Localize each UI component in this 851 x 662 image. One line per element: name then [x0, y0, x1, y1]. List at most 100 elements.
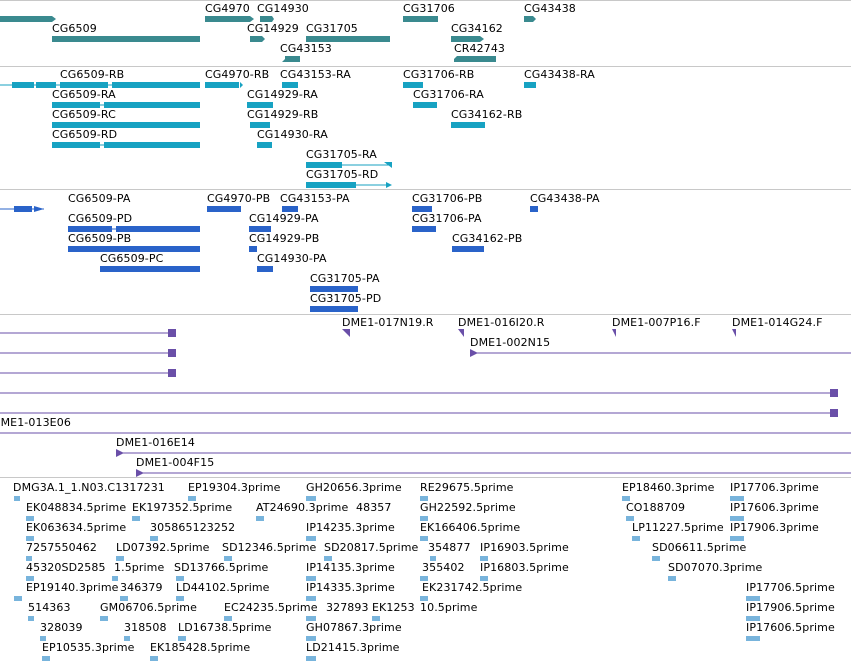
clone-label[interactable]: DME1-016E14 — [116, 436, 195, 449]
transcript-label[interactable]: CG31706-RB — [403, 68, 475, 81]
est-label[interactable]: 354877 — [428, 541, 471, 554]
transcript-exon[interactable] — [104, 142, 200, 148]
protein-label[interactable]: CG14929-PB — [249, 232, 320, 245]
est-label[interactable]: EK063634.5prime — [26, 521, 127, 534]
est-label[interactable]: 305865123252 — [150, 521, 236, 534]
gene-feature[interactable] — [205, 16, 254, 22]
gene-feature[interactable] — [454, 56, 496, 62]
est-feature[interactable] — [632, 536, 640, 541]
clone-label[interactable]: DME1-014G24.F — [732, 316, 823, 329]
gene-label[interactable]: CG14930 — [257, 2, 309, 15]
est-feature[interactable] — [372, 616, 380, 621]
protein-exon[interactable] — [412, 226, 436, 232]
clone-end[interactable] — [458, 329, 464, 337]
gene-label[interactable]: CG31706 — [403, 2, 455, 15]
protein-label[interactable]: CG14929-PA — [249, 212, 319, 225]
gene-label[interactable]: CG43153 — [280, 42, 332, 55]
transcript-exon[interactable] — [60, 82, 108, 88]
protein-label[interactable]: CG4970-PB — [207, 192, 271, 205]
est-label[interactable]: AT24690.3prime — [256, 501, 349, 514]
clone-end[interactable] — [470, 349, 478, 357]
transcript-label[interactable]: CG6509-RC — [52, 108, 116, 121]
est-feature[interactable] — [112, 576, 118, 581]
est-feature[interactable] — [26, 556, 32, 561]
est-label[interactable]: 10.5prime — [420, 601, 478, 614]
est-label[interactable]: IP17706.5prime — [746, 581, 835, 594]
est-feature[interactable] — [730, 516, 744, 521]
est-label[interactable]: LP11227.5prime — [632, 521, 724, 534]
est-label[interactable]: EK185428.5prime — [150, 641, 251, 654]
protein-exon[interactable] — [249, 246, 257, 252]
est-label[interactable]: IP17606.5prime — [746, 621, 835, 634]
est-label[interactable]: 355402 — [422, 561, 465, 574]
protein-exon[interactable] — [530, 206, 538, 212]
transcript-label[interactable]: CG14929-RA — [247, 88, 318, 101]
est-feature[interactable] — [132, 516, 140, 521]
est-feature[interactable] — [480, 556, 488, 561]
est-feature[interactable] — [306, 496, 316, 501]
est-label[interactable]: IP17706.3prime — [730, 481, 819, 494]
transcript-exon[interactable] — [52, 102, 100, 108]
est-label[interactable]: IP16903.5prime — [480, 541, 569, 554]
est-feature[interactable] — [188, 496, 196, 501]
transcript-exon[interactable] — [12, 82, 34, 88]
est-label[interactable]: EP19140.3prime — [26, 581, 119, 594]
protein-label[interactable]: CG6509-PD — [68, 212, 133, 225]
est-feature[interactable] — [224, 616, 232, 621]
protein-exon[interactable] — [116, 226, 200, 232]
protein-label[interactable]: CG43438-PA — [530, 192, 600, 205]
est-label[interactable]: SD06611.5prime — [652, 541, 747, 554]
est-label[interactable]: EP18460.3prime — [622, 481, 715, 494]
protein-label[interactable]: CG14930-PA — [257, 252, 327, 265]
est-feature[interactable] — [306, 616, 316, 621]
protein-label[interactable]: CG43153-PA — [280, 192, 350, 205]
est-feature[interactable] — [420, 496, 428, 501]
est-feature[interactable] — [150, 656, 158, 661]
protein-exon[interactable] — [14, 206, 32, 212]
protein-label[interactable]: CG6509-PC — [100, 252, 164, 265]
gene-label[interactable]: CG14929 — [247, 22, 299, 35]
est-feature[interactable] — [42, 656, 50, 661]
transcript-exon[interactable] — [413, 102, 437, 108]
protein-label[interactable]: CG31705-PA — [310, 272, 380, 285]
transcript-exon[interactable] — [384, 162, 392, 168]
est-feature[interactable] — [324, 556, 332, 561]
est-label[interactable]: IP16803.5prime — [480, 561, 569, 574]
est-label[interactable]: 318508 — [124, 621, 167, 634]
est-label[interactable]: IP14335.3prime — [306, 581, 395, 594]
transcript-exon[interactable] — [104, 102, 200, 108]
est-feature[interactable] — [480, 576, 488, 581]
est-feature[interactable] — [746, 636, 760, 641]
est-feature[interactable] — [430, 556, 436, 561]
transcript-exon[interactable] — [250, 122, 270, 128]
est-label[interactable]: 45320SD2585 — [26, 561, 106, 574]
transcript-exon[interactable] — [52, 122, 200, 128]
est-feature[interactable] — [306, 576, 316, 581]
gene-feature[interactable] — [403, 16, 438, 22]
est-feature[interactable] — [256, 516, 264, 521]
est-feature[interactable] — [26, 576, 34, 581]
clone-label[interactable]: DME1-002N15 — [470, 336, 551, 349]
est-label[interactable]: 328039 — [40, 621, 83, 634]
est-feature[interactable] — [224, 556, 232, 561]
gene-feature[interactable] — [0, 16, 56, 22]
est-label[interactable]: EK197352.5prime — [132, 501, 233, 514]
protein-exon[interactable] — [257, 266, 273, 272]
est-feature[interactable] — [178, 636, 186, 641]
gene-feature[interactable] — [524, 16, 536, 22]
est-label[interactable]: GM06706.5prime — [100, 601, 197, 614]
transcript-exon[interactable] — [282, 82, 298, 88]
transcript-exon[interactable] — [524, 82, 536, 88]
est-feature[interactable] — [746, 596, 760, 601]
est-feature[interactable] — [652, 556, 660, 561]
protein-exon[interactable] — [310, 306, 358, 312]
transcript-label[interactable]: CG34162-RB — [451, 108, 523, 121]
protein-exon[interactable] — [412, 206, 432, 212]
transcript-label[interactable]: CG14930-RA — [257, 128, 328, 141]
protein-label[interactable]: CG31706-PA — [412, 212, 482, 225]
est-feature[interactable] — [14, 496, 20, 501]
transcript-exon[interactable] — [257, 142, 272, 148]
est-label[interactable]: EK048834.5prime — [26, 501, 127, 514]
clone-label[interactable]: DME1-013E06 — [0, 416, 71, 429]
est-feature[interactable] — [40, 636, 46, 641]
